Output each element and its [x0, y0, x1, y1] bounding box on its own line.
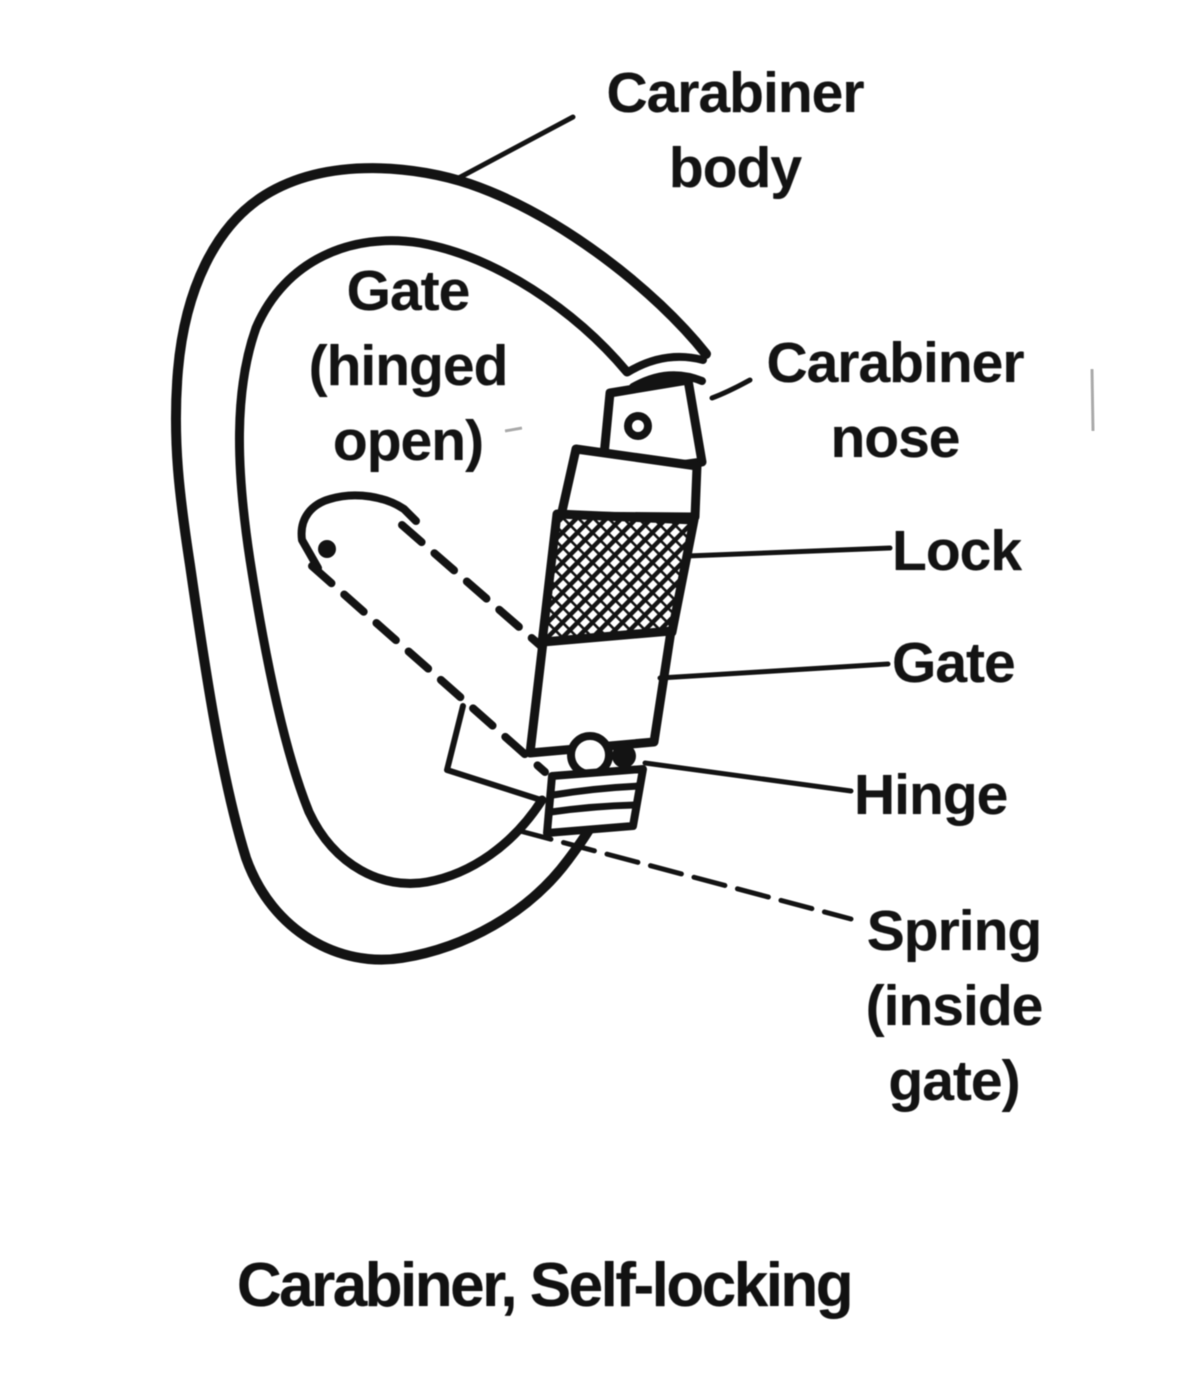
carabiner-body-inner-line	[235, 236, 632, 888]
label-spring-line2: (inside	[865, 974, 1044, 1039]
leader-gate	[657, 661, 891, 681]
open-gate-lower-dashed-edge	[308, 562, 549, 776]
label-carabiner-body: Carabiner body	[555, 56, 915, 206]
gate-assembly	[525, 352, 707, 837]
figure-caption: Carabiner, Self-locking	[236, 1251, 854, 1320]
open-gate-end-flap	[444, 703, 544, 803]
leader-lock	[684, 545, 893, 559]
leader-lines	[450, 114, 893, 922]
label-lock: Lock	[892, 519, 1022, 583]
label-gate-hinged-open-line3: open)	[332, 409, 484, 474]
label-hinge: Hinge	[854, 763, 1008, 827]
hinge-pin-dot	[612, 744, 636, 768]
scan-artifacts	[504, 368, 1095, 433]
gate-lower-segment	[525, 626, 676, 758]
label-gate-hinged-open: Gate (hinged open)	[258, 254, 558, 480]
label-gate: Gate	[892, 631, 1016, 695]
label-carabiner-body-line1: Carabiner	[606, 61, 864, 125]
label-carabiner-nose-line2: nose	[830, 406, 960, 471]
label-gate-hinged-open-line2: (hinged	[308, 334, 509, 399]
open-gate-head	[297, 491, 420, 572]
sleeve-upper-segment	[556, 444, 702, 522]
label-carabiner-body-line2: body	[668, 136, 802, 201]
carabiner-body-outline	[170, 163, 711, 965]
label-spring-line1: Spring	[866, 899, 1043, 963]
label-gate-hinged-open-line1: Gate	[346, 259, 471, 323]
open-gate-rivet-dot	[318, 540, 336, 558]
label-spring-line3: gate)	[888, 1049, 1020, 1114]
scan-artifact-line	[1090, 368, 1095, 432]
scan-artifact-dash	[504, 426, 523, 433]
lock-knurled-segment	[537, 509, 699, 648]
label-carabiner-nose-line1: Carabiner	[766, 331, 1024, 395]
spring-end-cap-ridges	[547, 782, 643, 816]
carabiner-body-outer-line	[170, 163, 711, 965]
leader-hinge	[642, 760, 854, 794]
spring-end-cap	[543, 765, 647, 837]
leader-carabiner-nose	[709, 377, 753, 401]
label-spring: Spring (inside gate)	[838, 894, 1070, 1120]
leader-spring	[517, 828, 854, 922]
nose-rivet	[624, 412, 652, 440]
leader-carabiner-body	[450, 114, 576, 184]
label-carabiner-nose: Carabiner nose	[730, 326, 1060, 476]
